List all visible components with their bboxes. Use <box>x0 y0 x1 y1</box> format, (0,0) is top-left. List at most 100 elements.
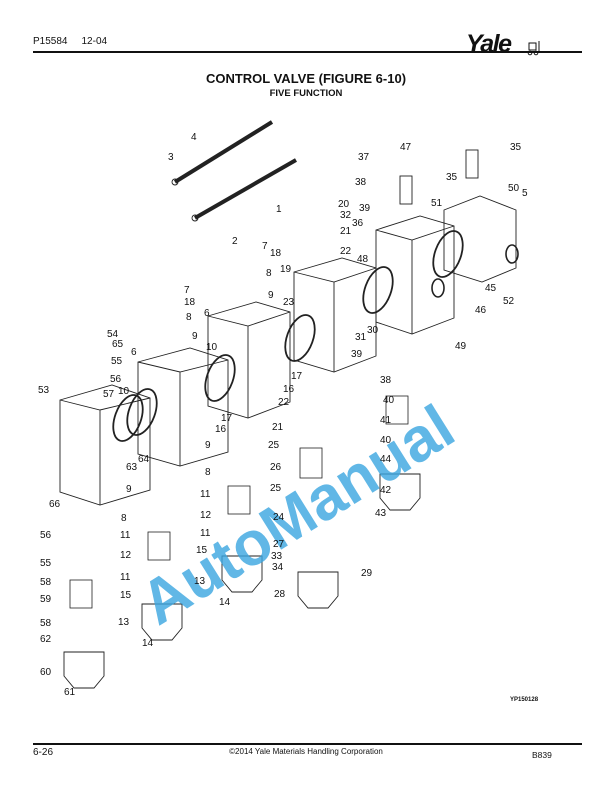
callout-label: 16 <box>215 424 227 435</box>
callout-label: 10 <box>206 342 218 353</box>
callout-label: 25 <box>270 483 282 494</box>
callout-label: 3 <box>168 152 174 163</box>
callout-label: 9 <box>192 331 198 342</box>
callout-label: 6 <box>204 308 210 319</box>
callout-label: 35 <box>510 142 522 153</box>
callout-label: 63 <box>126 462 138 473</box>
callout-label: 35 <box>446 172 458 183</box>
figure-id: YP150128 <box>510 697 539 703</box>
callout-label: 7 <box>184 285 190 296</box>
callout-label: 65 <box>112 339 124 350</box>
header-rule <box>33 51 582 53</box>
callout-label: 27 <box>273 539 285 550</box>
callout-label: 50 <box>508 183 520 194</box>
footer-rule <box>33 743 582 745</box>
callout-label: 55 <box>111 356 123 367</box>
callout-label: 42 <box>380 485 392 496</box>
callout-label: 66 <box>49 499 61 510</box>
callout-label: 31 <box>355 332 367 343</box>
callout-label: 6 <box>131 347 137 358</box>
callout-label: 34 <box>272 562 284 573</box>
callout-label: 21 <box>272 422 284 433</box>
callout-label: 8 <box>121 513 127 524</box>
callout-label: 17 <box>291 371 303 382</box>
watermark: AutoManual <box>129 392 466 639</box>
callout-label: 13 <box>118 617 130 628</box>
forklift-icon <box>527 41 543 56</box>
page-number: 6-26 <box>33 747 54 758</box>
callout-label: 18 <box>270 248 282 259</box>
callout-label: 14 <box>142 638 154 649</box>
callout-label: 13 <box>194 576 206 587</box>
callout-label: 20 <box>338 199 350 210</box>
document-date: 12-04 <box>81 36 108 47</box>
callout-label: 56 <box>40 530 52 541</box>
document-code: B839 <box>532 750 552 760</box>
callout-label: 38 <box>380 375 392 386</box>
exploded-parts-diagram: AutoManual 12347188920322122192361017162… <box>38 120 528 698</box>
callout-label: 15 <box>196 545 208 556</box>
callout-label: 48 <box>357 254 369 265</box>
callout-label: 18 <box>184 297 196 308</box>
callout-label: 46 <box>475 305 487 316</box>
callout-label: 9 <box>126 484 132 495</box>
callout-label: 49 <box>455 341 467 352</box>
document-number: P15584 <box>33 36 68 47</box>
callout-labels: 1234718892032212219236101716223747353538… <box>38 132 528 698</box>
callout-label: 59 <box>40 594 52 605</box>
callout-label: 60 <box>40 667 52 678</box>
brand-logo: Yale <box>466 30 512 58</box>
callout-label: 51 <box>431 198 443 209</box>
callout-label: 1 <box>276 204 282 215</box>
document-reference: P15584 12-04 <box>33 36 121 47</box>
callout-label: 23 <box>283 297 295 308</box>
callout-label: 17 <box>221 413 233 424</box>
callout-label: 29 <box>361 568 373 579</box>
callout-label: 11 <box>120 572 131 583</box>
callout-label: 58 <box>40 618 52 629</box>
callout-label: 12 <box>200 510 212 521</box>
callout-label: 7 <box>262 241 268 252</box>
callout-label: 11 <box>200 528 211 539</box>
callout-label: 54 <box>107 329 119 340</box>
callout-label: 62 <box>40 634 52 645</box>
callout-label: 32 <box>340 210 352 221</box>
callout-label: 10 <box>118 386 130 397</box>
page-subtitle: FIVE FUNCTION <box>269 88 343 99</box>
callout-label: 37 <box>358 152 370 163</box>
callout-label: 24 <box>273 512 285 523</box>
callout-label: 40 <box>380 435 392 446</box>
callout-label: 30 <box>367 325 379 336</box>
callout-label: 15 <box>120 590 132 601</box>
copyright: ©2014 Yale Materials Handling Corporatio… <box>229 747 383 756</box>
callout-label: 44 <box>380 454 392 465</box>
callout-label: 33 <box>271 551 283 562</box>
callout-label: 53 <box>38 385 50 396</box>
callout-label: 36 <box>352 218 364 229</box>
callout-label: 41 <box>380 415 392 426</box>
callout-label: 57 <box>103 389 115 400</box>
callout-label: 9 <box>205 440 211 451</box>
callout-label: 61 <box>64 687 76 698</box>
callout-label: 64 <box>138 454 150 465</box>
callout-label: 55 <box>40 558 52 569</box>
callout-label: 14 <box>219 597 231 608</box>
callout-label: 19 <box>280 264 292 275</box>
parts-drawing <box>59 120 519 689</box>
callout-label: 25 <box>268 440 280 451</box>
callout-label: 22 <box>278 397 290 408</box>
callout-label: 12 <box>120 550 132 561</box>
callout-label: 58 <box>40 577 52 588</box>
callout-label: 38 <box>355 177 367 188</box>
callout-label: 8 <box>205 467 211 478</box>
callout-label: 39 <box>359 203 371 214</box>
callout-label: 11 <box>200 489 211 500</box>
callout-label: 56 <box>110 374 122 385</box>
callout-label: 8 <box>266 268 272 279</box>
callout-label: 22 <box>340 246 352 257</box>
callout-label: 52 <box>503 296 515 307</box>
callout-label: 28 <box>274 589 286 600</box>
callout-label: 2 <box>232 236 238 247</box>
callout-label: 47 <box>400 142 412 153</box>
callout-label: 16 <box>283 384 295 395</box>
